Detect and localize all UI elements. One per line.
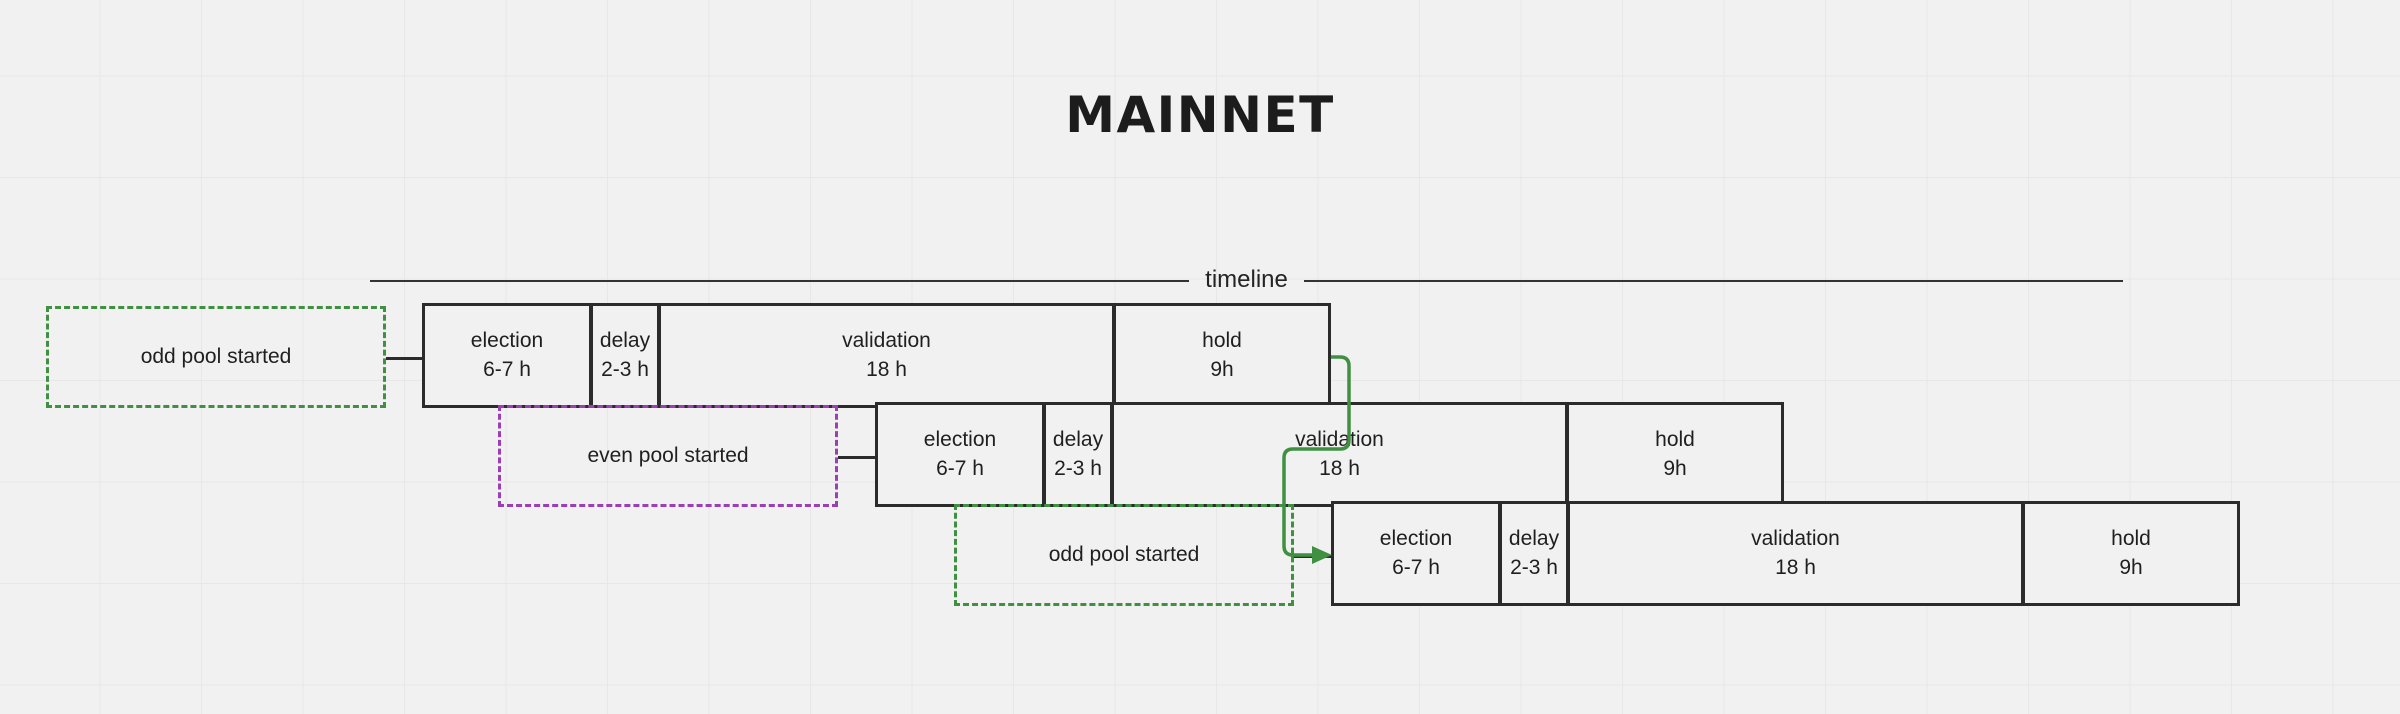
phase-box-row1-delay[interactable]: delay 2-3 h xyxy=(590,303,660,408)
phase-box-row2-validation[interactable]: validation 18 h xyxy=(1111,402,1568,507)
phase-box-row1-hold[interactable]: hold 9h xyxy=(1113,303,1331,408)
note-label: odd pool started xyxy=(140,345,292,368)
phase-name: election xyxy=(470,329,544,353)
connector-note2-to-row2 xyxy=(838,456,876,459)
phase-duration: 6-7 h xyxy=(1392,555,1440,579)
phase-duration: 18 h xyxy=(1319,456,1360,480)
phase-name: election xyxy=(1379,527,1453,551)
connector-note3-to-row3 xyxy=(1294,555,1332,558)
phase-duration: 6-7 h xyxy=(483,357,531,381)
phase-name: hold xyxy=(1655,428,1695,452)
phase-duration: 18 h xyxy=(866,357,907,381)
phase-name: delay xyxy=(1052,428,1104,452)
phase-name: validation xyxy=(842,329,931,353)
note-even-pool-started[interactable]: even pool started xyxy=(498,405,838,507)
phase-box-row1-validation[interactable]: validation 18 h xyxy=(658,303,1115,408)
phase-name: election xyxy=(923,428,997,452)
timeline-label: timeline xyxy=(1205,266,1288,293)
phase-box-row2-hold[interactable]: hold 9h xyxy=(1566,402,1784,507)
phase-box-row3-hold[interactable]: hold 9h xyxy=(2022,501,2240,606)
phase-duration: 9h xyxy=(2119,555,2143,579)
phase-box-row2-election[interactable]: election 6-7 h xyxy=(875,402,1045,507)
phase-duration: 18 h xyxy=(1775,555,1816,579)
timeline-axis: timeline xyxy=(370,266,2124,296)
phase-duration: 6-7 h xyxy=(936,456,984,480)
connector-note1-to-row1 xyxy=(386,357,424,360)
page-title: MAINNET xyxy=(1065,86,1335,144)
phase-box-row3-election[interactable]: election 6-7 h xyxy=(1331,501,1501,606)
phase-duration: 2-3 h xyxy=(1054,456,1102,480)
phase-name: validation xyxy=(1751,527,1840,551)
phase-name: hold xyxy=(2111,527,2151,551)
note-odd-pool-started-2[interactable]: odd pool started xyxy=(954,504,1294,606)
phase-box-row2-delay[interactable]: delay 2-3 h xyxy=(1043,402,1113,507)
phase-name: hold xyxy=(1202,329,1242,353)
timeline-rule-left xyxy=(370,280,1190,282)
timeline-rule-right xyxy=(1303,280,2124,282)
phase-name: validation xyxy=(1295,428,1384,452)
note-label: even pool started xyxy=(587,444,749,467)
phase-duration: 2-3 h xyxy=(1510,555,1558,579)
phase-name: delay xyxy=(1508,527,1560,551)
note-odd-pool-started-1[interactable]: odd pool started xyxy=(46,306,386,408)
phase-box-row3-delay[interactable]: delay 2-3 h xyxy=(1499,501,1569,606)
phase-duration: 9h xyxy=(1210,357,1234,381)
phase-box-row3-validation[interactable]: validation 18 h xyxy=(1567,501,2024,606)
phase-duration: 2-3 h xyxy=(601,357,649,381)
phase-duration: 9h xyxy=(1663,456,1687,480)
note-label: odd pool started xyxy=(1048,543,1200,566)
phase-box-row1-election[interactable]: election 6-7 h xyxy=(422,303,592,408)
phase-name: delay xyxy=(599,329,651,353)
